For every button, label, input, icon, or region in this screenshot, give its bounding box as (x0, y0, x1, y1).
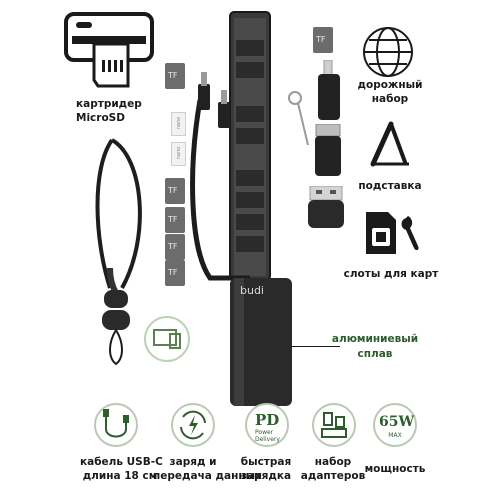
stand-icon (365, 118, 415, 168)
fast-charge-label-2: зарядка (240, 470, 292, 482)
power-label: мощность (364, 463, 426, 475)
sim-tool-icon (362, 210, 422, 256)
brand-logo: budi (240, 284, 264, 297)
globe-icon (361, 25, 415, 79)
usb-a-adapter (306, 185, 346, 230)
tf-card: TF (165, 63, 185, 89)
adapters-label-2: адаптеров (300, 470, 366, 482)
aluminum-label-2: сплав (357, 348, 393, 360)
travel-set-label-1: дорожный (357, 79, 423, 91)
nano-sim-card: nano (171, 112, 186, 136)
tf-card: TF (165, 178, 185, 204)
device-body (180, 10, 320, 410)
charge-transfer-label-1: заряд и (169, 456, 217, 468)
fast-charge-label-1: быстрая (240, 456, 292, 468)
power-icon: 65W MAX (373, 403, 417, 447)
charge-transfer-label-2: передача данных (153, 470, 262, 482)
aluminum-label-1: алюминиевый (331, 333, 419, 345)
card-slots-label: слоты для карт (343, 268, 439, 280)
callout-line (290, 346, 340, 347)
sim-eject-pin (283, 90, 313, 150)
cable-icon (94, 403, 138, 447)
tf-card: TF (313, 27, 333, 53)
pd-line1: Power (255, 429, 274, 436)
card-reader-icon (62, 8, 156, 88)
tf-card: TF (165, 260, 185, 286)
travel-set-label-2: набор (371, 93, 409, 105)
power-delivery-icon: PD Power Delivery (245, 403, 289, 447)
usb-c-adapter (312, 123, 344, 180)
adapters-icon (312, 403, 356, 447)
charge-transfer-icon (171, 403, 215, 447)
watt-value: 65W (379, 414, 415, 430)
tf-card: TF (165, 207, 185, 233)
watt-unit: MAX (388, 432, 402, 439)
pd-line2: Delivery (255, 436, 280, 443)
tf-card: TF (165, 234, 185, 260)
stand-label: подставка (358, 180, 422, 192)
cable-label-1: кабель USB-C (80, 456, 163, 468)
cable-label-2: длина 18 см (82, 470, 158, 482)
nano-sim-card: nano (171, 142, 186, 166)
lanyard-strap (86, 128, 166, 368)
card-reader-label-2: MicroSD (76, 112, 125, 124)
card-reader-label-1: картридер (76, 98, 142, 110)
lightning-adapter (315, 59, 343, 122)
pd-logo: PD (255, 411, 280, 429)
laptop-tablet-icon (144, 316, 190, 362)
adapters-label-1: набор (314, 456, 352, 468)
